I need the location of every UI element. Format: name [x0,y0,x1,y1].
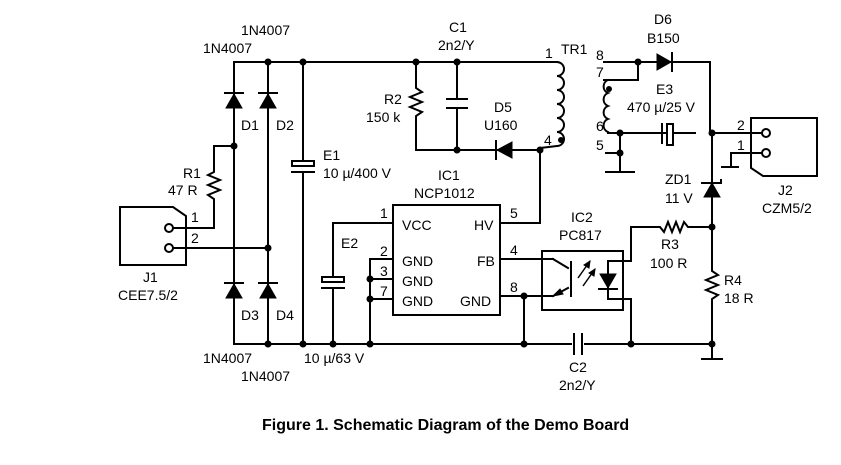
j2-ref: J2 [778,182,793,198]
e1-value: 10 µ/400 V [323,165,392,181]
capacitor-e3 [661,123,716,146]
j1-pin1: 1 [191,209,199,225]
d4-value: 1N4007 [241,368,290,384]
ic1-ref: IC1 [438,167,460,183]
ic1-pin1-num: 1 [380,205,388,221]
ic1-pin8-name: GND [460,293,491,309]
tr1-pin6: 6 [596,118,604,134]
r2-ref: R2 [384,91,402,107]
d3-value: 1N4007 [203,350,252,366]
r1-ref: R1 [183,165,201,181]
tr1-ref: TR1 [561,41,588,57]
ic1-pin4-num: 4 [510,242,518,258]
ic1-pin5-num: 5 [510,205,518,221]
ic2-value: PC817 [559,227,602,243]
ic1-pin1-name: VCC [402,217,432,233]
ic1-ncp1012 [321,149,543,348]
r3-ref: R3 [661,236,679,252]
zd1-ref: ZD1 [665,171,692,187]
capacitor-e1 [291,61,315,345]
d5-value: U160 [484,117,518,133]
r3-value: 100 R [650,255,687,271]
resistor-r3 [620,219,713,262]
j1-value: CEE7.5/2 [118,287,178,303]
d1-value: 1N4007 [241,22,290,38]
r4-value: 18 R [724,290,754,306]
e1-ref: E1 [323,147,340,163]
resistor-r1 [205,142,238,229]
d6-ref: D6 [654,11,672,27]
tr1-pin5: 5 [596,137,604,153]
resistor-r2 [407,58,541,151]
d3-ref: D3 [241,307,259,323]
diode-d1 [224,92,244,109]
c2-ref: C2 [569,359,587,375]
j1-ref: J1 [143,269,158,285]
c2-value: 2n2/Y [559,377,596,393]
capacitor-c2 [572,333,584,355]
capacitor-c1 [446,58,468,154]
ic2-pc817 [541,250,635,348]
j2-pin1: 1 [737,137,745,153]
connector-j1 [119,206,272,266]
ic1-pin4-name: FB [477,253,495,269]
ic1-value: NCP1012 [414,185,475,201]
tr1-pin7: 7 [596,64,604,80]
e2-ref: E2 [341,235,358,251]
diode-d2 [258,92,278,109]
ic1-pin7-num: 7 [380,283,388,299]
d1-ref: D1 [241,117,259,133]
e3-ref: E3 [656,81,673,97]
tr1-pin8: 8 [596,47,604,63]
diode-d3 [224,282,244,299]
r4-ref: R4 [724,272,742,288]
ic2-ref: IC2 [571,209,593,225]
r1-value: 47 R [168,182,198,198]
d2-value: 1N4007 [203,40,252,56]
resistor-r4 [701,226,723,360]
ic1-pin8-num: 8 [510,279,518,295]
c1-value: 2n2/Y [438,37,475,53]
j2-pin2: 2 [737,117,745,133]
d2-ref: D2 [276,117,294,133]
d6-value: B150 [647,30,680,46]
e3-value: 470 µ/25 V [627,99,696,115]
figure-caption: Figure 1. Schematic Diagram of the Demo … [262,417,629,434]
tr1-pin1: 1 [545,45,553,61]
diode-d4 [258,282,278,299]
d5-ref: D5 [494,99,512,115]
tr1-pin4: 4 [544,132,552,148]
e2-value: 10 µ/63 V [304,350,365,366]
connector-j2 [711,117,818,177]
transformer-tr1 [538,58,711,173]
ic1-pin2-num: 2 [380,243,388,259]
r2-value: 150 k [366,109,401,125]
d4-ref: D4 [276,307,294,323]
ic1-pin5-name: HV [474,217,494,233]
ic1-pin7-name: GND [402,293,433,309]
c1-ref: C1 [449,19,467,35]
ic1-pin3-name: GND [402,273,433,289]
j1-pin2: 2 [191,230,199,246]
j2-value: CZM5/2 [762,200,812,216]
ic1-pin3-num: 3 [380,263,388,279]
ic1-pin2-name: GND [402,253,433,269]
diode-d6 [656,52,711,134]
zener-zd1 [701,132,722,231]
zd1-value: 11 V [665,190,693,206]
